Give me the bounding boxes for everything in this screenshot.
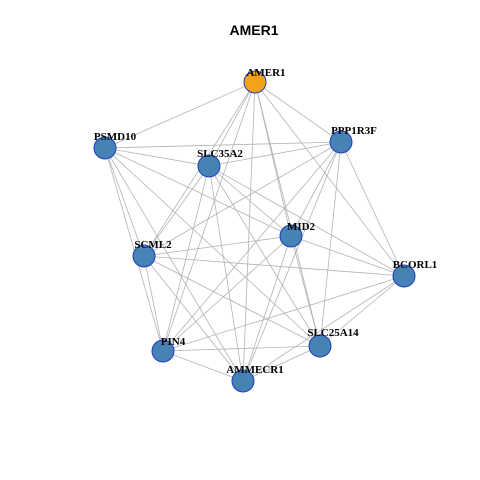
node-label-bcorl1: BCORL1 (393, 259, 438, 271)
node-bcorl1[interactable] (392, 264, 416, 288)
edge-psmd10-mid2 (104, 147, 292, 237)
node-ammecr1[interactable] (231, 369, 255, 393)
edge-psmd10-pin4 (104, 147, 164, 352)
node-slc35a2[interactable] (197, 154, 221, 178)
edge-layer (104, 81, 405, 382)
node-label-amer1: AMER1 (246, 67, 285, 79)
edge-slc35a2-scml2 (143, 165, 210, 257)
node-mid2[interactable] (279, 224, 303, 248)
edge-amer1-slc25a14 (254, 81, 321, 347)
edge-slc35a2-slc25a14 (208, 165, 321, 347)
node-label-slc35a2: SLC35A2 (197, 148, 243, 160)
node-label-pin4: PIN4 (161, 336, 186, 348)
edge-mid2-ammecr1 (242, 235, 292, 382)
edge-mid2-scml2 (143, 235, 292, 257)
edge-scml2-slc25a14 (143, 255, 321, 347)
graph-title: AMER1 (229, 22, 278, 38)
node-scml2[interactable] (132, 244, 156, 268)
node-slc25a14[interactable] (308, 334, 332, 358)
edge-scml2-bcorl1 (143, 255, 405, 277)
edge-ppp1r3f-bcorl1 (340, 141, 405, 277)
edge-bcorl1-ammecr1 (242, 275, 405, 382)
edge-mid2-bcorl1 (290, 235, 405, 277)
edge-mid2-pin4 (162, 235, 292, 352)
edge-slc25a14-pin4 (162, 345, 321, 352)
edge-psmd10-scml2 (104, 147, 145, 257)
edge-slc35a2-ppp1r3f (208, 141, 342, 167)
edge-amer1-slc35a2 (208, 81, 256, 167)
edge-ppp1r3f-pin4 (162, 141, 342, 352)
node-label-psmd10: PSMD10 (94, 131, 137, 143)
node-psmd10[interactable] (93, 136, 117, 160)
node-label-ammecr1: AMMECR1 (226, 364, 283, 376)
node-ppp1r3f[interactable] (329, 130, 353, 154)
edge-bcorl1-pin4 (162, 275, 405, 352)
node-label-slc25a14: SLC25A14 (307, 327, 359, 339)
edge-ppp1r3f-slc25a14 (319, 141, 342, 347)
edge-ppp1r3f-mid2 (290, 141, 342, 237)
node-layer (93, 70, 416, 393)
edge-psmd10-slc35a2 (104, 147, 210, 167)
edge-mid2-slc25a14 (290, 235, 321, 347)
node-amer1[interactable] (243, 70, 267, 94)
edge-slc25a14-ammecr1 (242, 345, 321, 382)
edge-psmd10-ppp1r3f (104, 141, 342, 149)
edge-amer1-pin4 (162, 81, 256, 352)
edge-bcorl1-slc25a14 (319, 275, 405, 347)
edge-amer1-psmd10 (104, 81, 256, 149)
edge-slc35a2-bcorl1 (208, 165, 405, 277)
node-pin4[interactable] (151, 339, 175, 363)
edge-slc35a2-ammecr1 (208, 165, 244, 382)
edge-slc35a2-mid2 (208, 165, 292, 237)
edge-amer1-bcorl1 (254, 81, 405, 277)
edge-ppp1r3f-ammecr1 (242, 141, 342, 382)
edge-scml2-pin4 (143, 255, 164, 352)
edge-scml2-ammecr1 (143, 255, 244, 382)
node-label-ppp1r3f: PPP1R3F (331, 125, 377, 137)
edge-psmd10-ammecr1 (104, 147, 244, 382)
edge-amer1-ppp1r3f (254, 81, 342, 143)
node-label-scml2: SCML2 (134, 239, 172, 251)
node-label-mid2: MID2 (287, 221, 316, 233)
edge-slc35a2-pin4 (162, 165, 210, 352)
edge-pin4-ammecr1 (162, 350, 244, 382)
edge-ppp1r3f-scml2 (143, 141, 342, 257)
